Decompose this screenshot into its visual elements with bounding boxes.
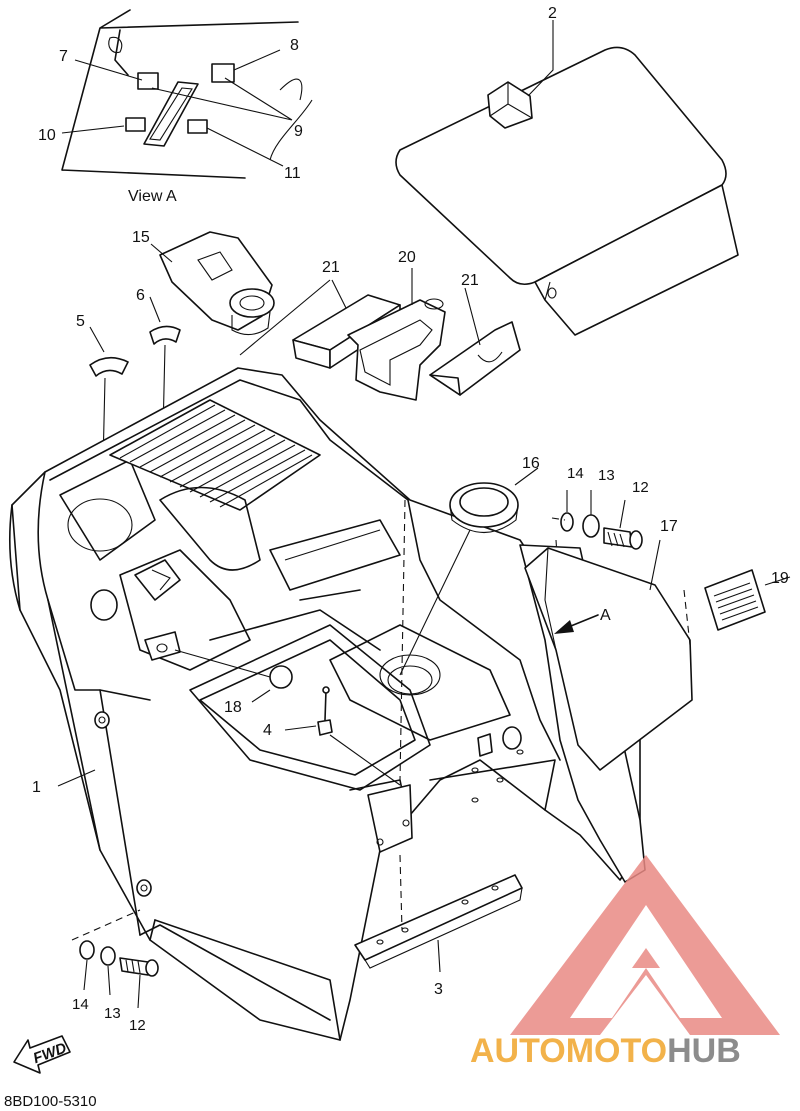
callout-2: 2 — [548, 5, 557, 22]
part-19-label — [704, 569, 791, 631]
view-a-arrow — [554, 614, 599, 634]
part-18-knob — [174, 649, 293, 703]
part-4-pin — [284, 686, 401, 786]
callout-7: 7 — [59, 48, 68, 65]
callout-21-right: 21 — [461, 272, 479, 289]
callout-12-lower: 12 — [129, 1017, 146, 1034]
part-15 — [150, 231, 275, 336]
watermark-hub: HUB — [667, 1032, 741, 1070]
callout-20: 20 — [398, 249, 416, 266]
callout-5: 5 — [76, 313, 85, 330]
callout-10: 10 — [38, 127, 56, 144]
callout-4: 4 — [263, 722, 272, 739]
callout-13-lower: 13 — [104, 1005, 121, 1022]
part-17-panel — [524, 539, 693, 771]
callout-14-lower: 14 — [72, 996, 89, 1013]
callout-8: 8 — [290, 37, 299, 54]
part-20 — [347, 298, 446, 401]
fasteners-lower — [71, 909, 159, 1009]
part-5-emblem — [89, 356, 129, 377]
callout-15: 15 — [132, 229, 150, 246]
callout-14-upper: 14 — [567, 465, 584, 482]
callout-12-upper: 12 — [632, 479, 649, 496]
part-1-console — [9, 367, 646, 1041]
callout-13-upper: 13 — [598, 467, 615, 484]
view-a-inset — [61, 9, 313, 179]
callout-18: 18 — [224, 699, 242, 716]
watermark-auto: AUTO — [470, 1032, 566, 1070]
part-3-bracket — [354, 499, 523, 973]
callout-9: 9 — [294, 123, 303, 140]
view-a-label: View A — [128, 188, 177, 205]
fwd-label: FWD — [31, 1040, 69, 1068]
part-6-emblem — [149, 325, 181, 345]
callout-6: 6 — [136, 287, 145, 304]
callout-21-left: 21 — [322, 259, 340, 276]
fasteners-upper — [551, 490, 643, 601]
callout-16: 16 — [522, 455, 540, 472]
callout-19: 19 — [771, 570, 789, 587]
fwd-arrow-icon — [13, 1035, 71, 1074]
callout-11: 11 — [284, 165, 301, 182]
part-16-grommet — [399, 467, 539, 676]
callout-3: 3 — [434, 981, 443, 998]
part-21-right — [429, 321, 521, 396]
view-a-arrow-label: A — [600, 607, 611, 624]
part-2-lid — [395, 20, 739, 336]
callout-17: 17 — [660, 518, 678, 535]
callout-1: 1 — [32, 779, 41, 796]
watermark-moto: MOTO — [566, 1032, 667, 1070]
part-code: 8BD100-5310 — [4, 1093, 97, 1110]
watermark-logo-icon — [510, 855, 780, 1035]
watermark-text: AUTOMOTOHUB — [470, 1032, 741, 1070]
